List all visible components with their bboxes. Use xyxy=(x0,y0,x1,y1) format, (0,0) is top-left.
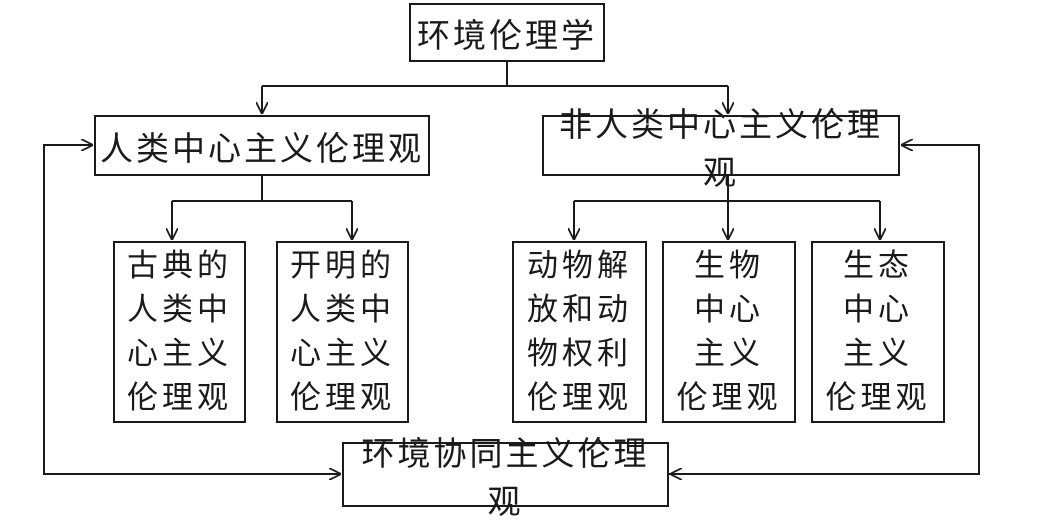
enlightened-anthropocentrism-node: 开明的 人类中 心主义 伦理观 xyxy=(276,241,409,423)
non-anthropocentric-node: 非人类中心主义伦理观 xyxy=(542,105,900,192)
synergy-node: 环境协同主义伦理观 xyxy=(342,434,669,521)
classical-anthropocentrism-node: 古典的 人类中 心主义 伦理观 xyxy=(113,241,246,423)
anthropocentric-node: 人类中心主义伦理观 xyxy=(94,115,430,176)
ecocentrism-node: 生态 中心 主义 伦理观 xyxy=(811,241,945,423)
root-node: 环境伦理学 xyxy=(409,3,605,62)
biocentrism-node: 生物 中心 主义 伦理观 xyxy=(662,241,796,423)
animal-liberation-node: 动物解 放和动 物权利 伦理观 xyxy=(512,241,647,423)
